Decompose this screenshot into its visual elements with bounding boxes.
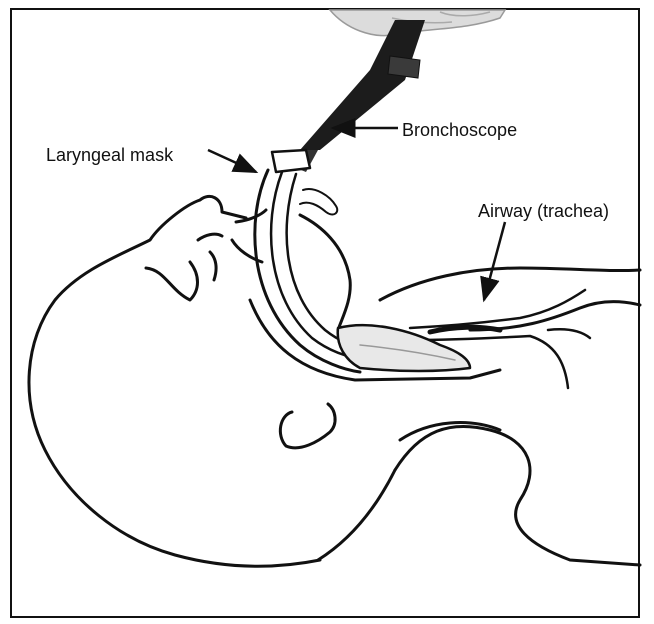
bronchoscope-label: Bronchoscope [402,121,517,139]
trachea [410,290,590,388]
infant-body [380,268,640,565]
airway-label: Airway (trachea) [478,202,609,220]
laryngeal-mask-arrow [208,150,256,172]
airway-arrow [484,222,505,300]
bronchoscope [296,20,425,172]
infant-head [29,196,500,566]
laryngeal-mask-label: Laryngeal mask [46,146,173,164]
